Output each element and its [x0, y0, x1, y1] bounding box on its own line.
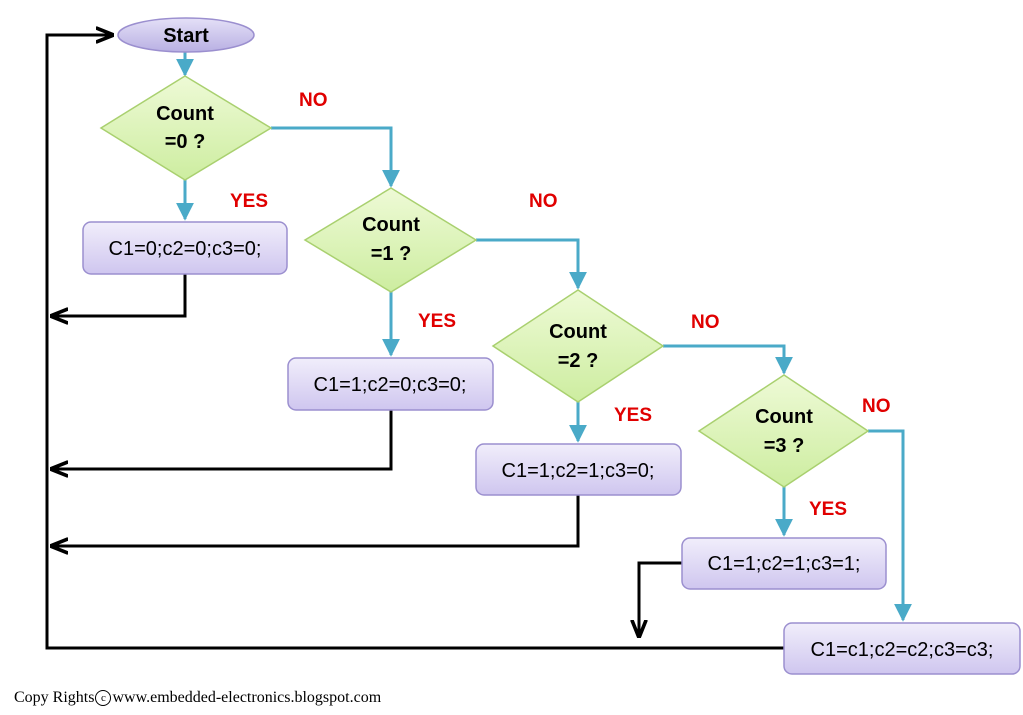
- start-node: Start: [117, 17, 255, 53]
- process-label: C1=0;c2=0;c3=0;: [109, 238, 262, 260]
- return-line-2: [52, 410, 393, 469]
- decision-label-line2: =3 ?: [764, 435, 805, 457]
- no-label: NO: [691, 312, 720, 333]
- return-line-3: [52, 495, 580, 546]
- decision-label-line1: Count: [362, 214, 420, 236]
- decision-label-line1: Count: [156, 103, 214, 125]
- process-box-3: C1=1;c2=1;c3=1;: [681, 537, 887, 590]
- arrow-d4-no: [868, 429, 912, 622]
- branch-labels: NO YES NO YES NO YES NO YES: [230, 90, 891, 520]
- process-box-1: C1=1;c2=0;c3=0;: [287, 357, 494, 411]
- process-label: C1=c1;c2=c2;c3=c3;: [811, 639, 994, 661]
- decision-count-0: Count =0 ?: [99, 75, 273, 181]
- process-box-2: C1=1;c2=1;c3=0;: [475, 443, 682, 496]
- copyright-symbol: c: [95, 690, 112, 707]
- decision-label-line2: =2 ?: [558, 350, 599, 372]
- yes-label: YES: [230, 191, 268, 212]
- process-label: C1=1;c2=0;c3=0;: [314, 374, 467, 396]
- yes-label: YES: [809, 499, 847, 520]
- process-box-4: C1=c1;c2=c2;c3=c3;: [783, 622, 1021, 675]
- arrow-d1-no: [271, 126, 400, 188]
- flow-arrows: [176, 52, 912, 622]
- arrow-d2-no: [476, 238, 587, 290]
- arrow-d3-no: [663, 344, 793, 375]
- decision-count-2: Count =2 ?: [491, 289, 665, 403]
- decision-count-1: Count =1 ?: [303, 187, 478, 293]
- return-line-4: [639, 561, 682, 636]
- yes-label: YES: [418, 311, 456, 332]
- no-label: NO: [862, 396, 891, 417]
- return-lines: [45, 35, 784, 650]
- copyright-site: www.embedded-electronics.blogspot.com: [112, 689, 382, 706]
- decision-label-line1: Count: [549, 321, 607, 343]
- start-label: Start: [163, 25, 209, 47]
- decision-label-line1: Count: [755, 406, 813, 428]
- process-label: C1=1;c2=1;c3=0;: [502, 460, 655, 482]
- copyright-prefix: Copy Rights: [14, 689, 95, 706]
- decision-label-line2: =0 ?: [165, 131, 206, 153]
- main-return-line: [45, 35, 784, 650]
- process-label: C1=1;c2=1;c3=1;: [708, 553, 861, 575]
- decision-label-line2: =1 ?: [371, 243, 412, 265]
- process-box-0: C1=0;c2=0;c3=0;: [82, 221, 288, 275]
- yes-label: YES: [614, 405, 652, 426]
- return-line-1: [52, 274, 187, 316]
- no-label: NO: [529, 191, 558, 212]
- no-label: NO: [299, 90, 328, 111]
- decision-count-3: Count =3 ?: [697, 374, 870, 488]
